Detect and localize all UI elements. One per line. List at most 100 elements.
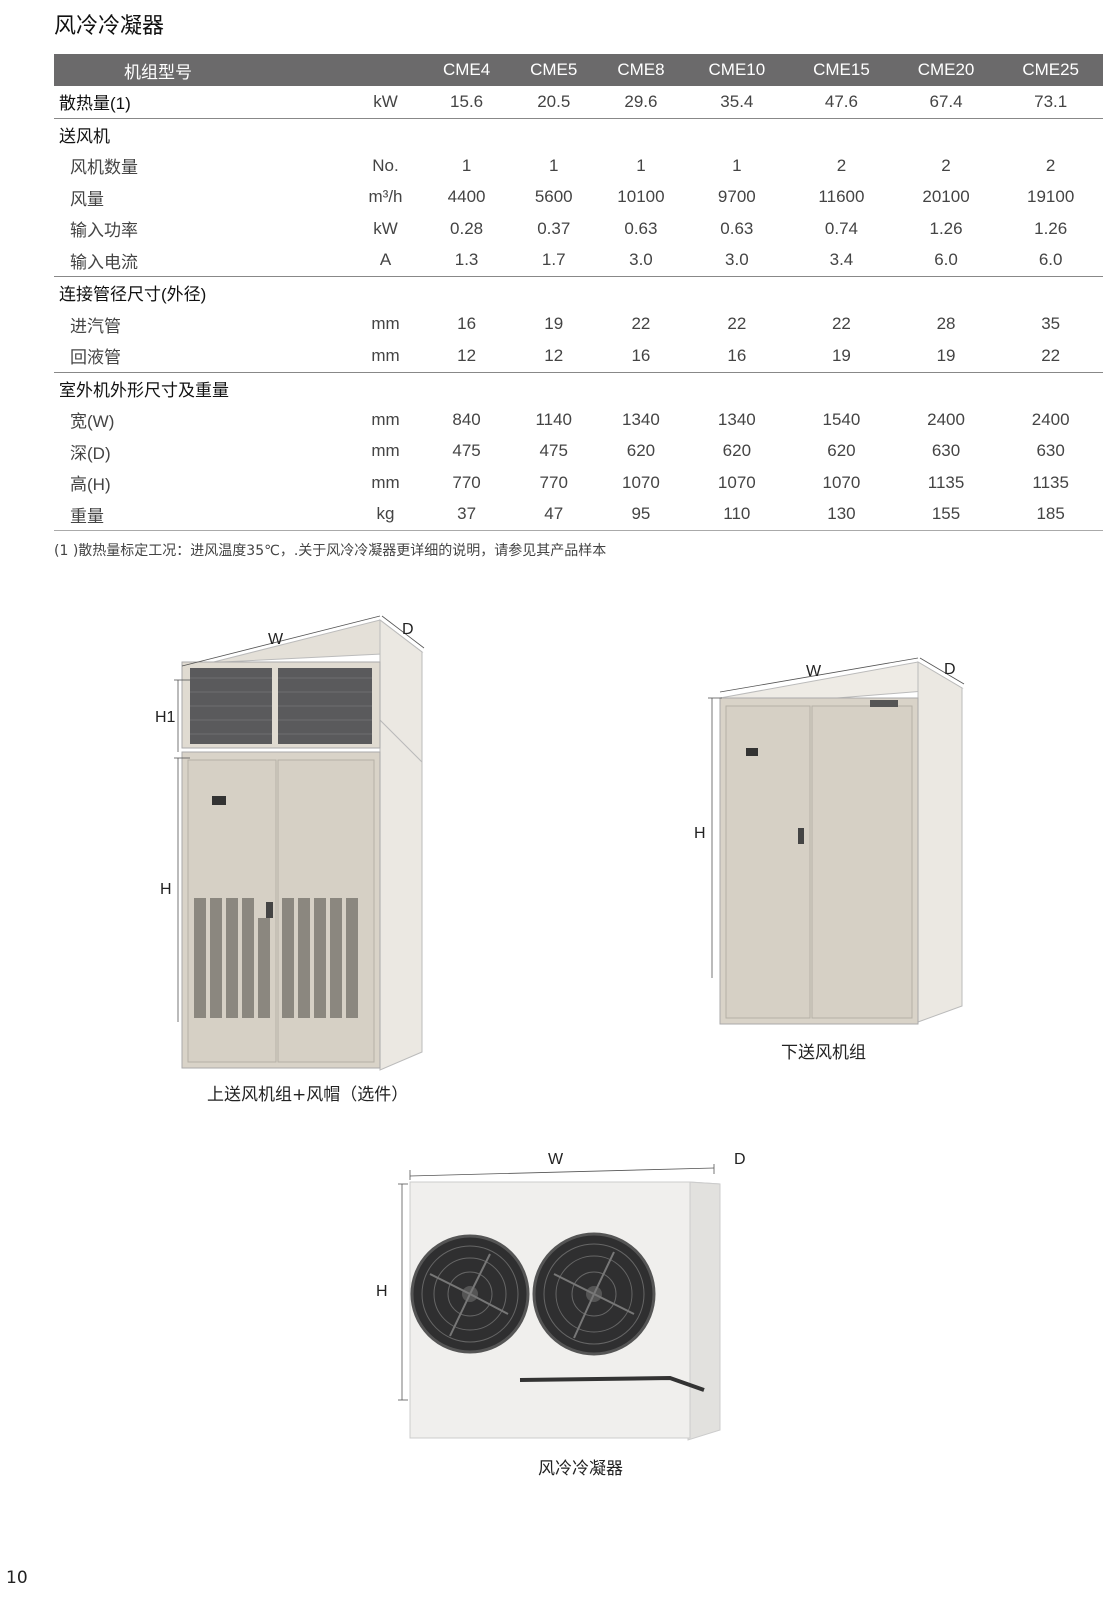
table-section-row: 室外机外形尺寸及重量: [54, 372, 1103, 404]
value-cell: 475: [452, 441, 481, 461]
value-cell: 19: [893, 340, 999, 373]
row-unit: mm: [348, 340, 423, 373]
table-section-row: 送风机: [54, 118, 1103, 150]
value-cell: 12: [510, 340, 598, 373]
row-label: 输入电流: [54, 244, 348, 277]
value-cell: 620: [626, 441, 656, 461]
value-cell: 0.74: [824, 218, 858, 238]
value-cell: 22: [998, 340, 1103, 373]
value-cell: 185: [998, 498, 1103, 531]
value-cell: 1.3: [423, 244, 511, 277]
row-label: 送风机: [59, 126, 110, 146]
value-cell: [510, 118, 597, 150]
value-cell: 20100: [922, 187, 970, 207]
table-header-row: 机组型号 CME4 CME5 CME8 CME10 CME15 CME20 CM…: [54, 54, 1103, 86]
row-label: 回液管: [54, 340, 348, 373]
value-cell: 630: [1036, 441, 1065, 461]
value-cell: 620: [827, 441, 856, 461]
value-cell: 1: [461, 155, 472, 175]
value-cell: 19: [544, 314, 564, 334]
value-cell: 12: [423, 340, 511, 373]
downflow-unit-figure: W D H: [694, 657, 965, 1025]
value-cell: 6.0: [893, 244, 999, 277]
value-cell: 1140: [535, 409, 573, 429]
row-unit: mm: [371, 409, 400, 429]
value-cell: 47.6: [789, 86, 894, 119]
value-cell: [685, 118, 790, 150]
dim-label-d: D: [402, 621, 414, 638]
row-unit: m³/h: [368, 187, 403, 207]
condenser-figure: W D H: [376, 1151, 746, 1441]
row-unit: [348, 118, 423, 150]
caption-downflow: 下送风机组: [781, 1043, 866, 1063]
page-number: 10: [6, 1568, 28, 1588]
row-unit: mm: [371, 472, 400, 492]
row-label: 散热量(1): [54, 86, 348, 119]
value-cell: 28: [936, 314, 956, 334]
value-cell: [423, 118, 510, 150]
value-cell: 770: [452, 472, 481, 492]
dim-label-w: W: [548, 1151, 564, 1168]
value-cell: [423, 277, 510, 309]
value-cell: 1.7: [510, 244, 598, 277]
value-cell: 1135: [927, 472, 965, 492]
value-cell: [685, 372, 790, 404]
row-label: 高(H): [70, 475, 111, 495]
value-cell: 19100: [1027, 187, 1075, 207]
value-cell: 6.0: [998, 244, 1103, 277]
row-label: 连接管径尺寸(外径): [59, 285, 207, 305]
value-cell: 95: [597, 498, 685, 531]
value-cell: 16: [684, 340, 790, 373]
value-cell: [510, 372, 597, 404]
value-cell: [789, 277, 894, 309]
value-cell: 1: [636, 155, 646, 175]
value-cell: 4400: [447, 187, 486, 207]
caption-condenser: 风冷冷凝器: [538, 1459, 623, 1479]
table-section-row: 连接管径尺寸(外径): [54, 277, 1103, 309]
dim-label-h: H: [694, 825, 706, 842]
dim-label-w: W: [268, 631, 284, 648]
value-cell: [894, 277, 999, 309]
value-cell: 475: [539, 441, 568, 461]
value-cell: [510, 277, 597, 309]
footnote: (1 )散热量标定工况：进风温度35℃，.关于风冷冷凝器更详细的说明，请参见其产…: [54, 543, 607, 559]
value-cell: 35: [1041, 314, 1061, 334]
model-cell: CME25: [998, 54, 1103, 86]
dim-label-h: H: [376, 1283, 388, 1300]
model-cell: CME20: [893, 54, 999, 86]
row-unit: kg: [348, 498, 423, 531]
value-cell: 1340: [717, 409, 756, 429]
row-label: 风机数量: [70, 158, 138, 178]
value-cell: [597, 277, 684, 309]
row-label: 深(D): [70, 443, 111, 463]
row-unit: No.: [372, 155, 399, 175]
upflow-unit-figure: W D H1 H: [155, 615, 425, 1071]
value-cell: 770: [539, 472, 568, 492]
value-cell: [597, 372, 684, 404]
caption-upflow: 上送风机组+风帽（选件）: [207, 1085, 409, 1105]
row-unit: mm: [371, 314, 400, 334]
row-label: 进汽管: [70, 316, 121, 336]
row-label: 风量: [70, 189, 104, 209]
value-cell: 0.28: [450, 218, 484, 238]
value-cell: [597, 118, 684, 150]
row-label: 宽(W): [70, 412, 115, 432]
value-cell: 130: [789, 498, 894, 531]
value-cell: 15.6: [423, 86, 511, 119]
value-cell: [789, 118, 894, 150]
model-cell: CME4: [423, 54, 511, 86]
header-unit: [348, 54, 423, 86]
value-cell: 1070: [717, 472, 756, 492]
value-cell: [998, 277, 1103, 309]
page-title: 风冷冷凝器: [54, 14, 165, 39]
value-cell: 1540: [822, 409, 861, 429]
dim-label-d: D: [944, 661, 956, 678]
value-cell: 2: [836, 155, 847, 175]
value-cell: 16: [457, 314, 477, 334]
row-label: 输入功率: [70, 221, 138, 241]
